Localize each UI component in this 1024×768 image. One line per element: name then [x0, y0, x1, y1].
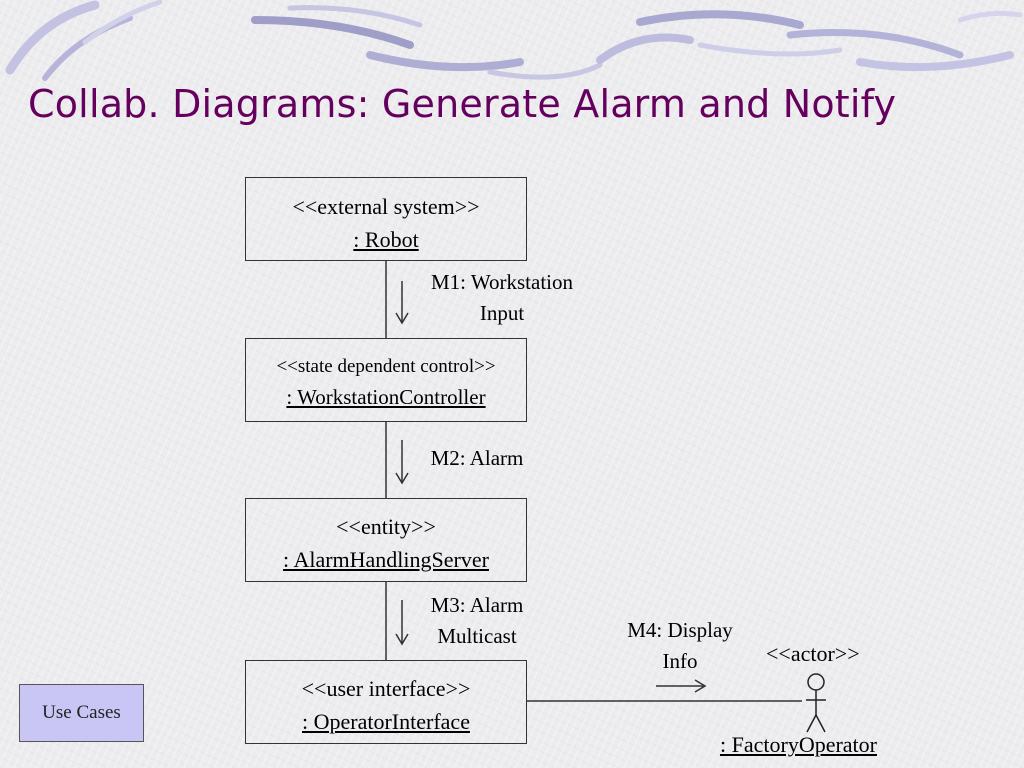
m4-arrow [656, 679, 707, 693]
message-line: Multicast [437, 624, 517, 648]
m2-arrow [395, 440, 409, 485]
object-operator-interface: <<user interface>> : OperatorInterface [245, 660, 527, 744]
message-m3: M3: Alarm Multicast [412, 590, 542, 652]
message-line: M2: Alarm [430, 446, 524, 470]
use-cases-button[interactable]: Use Cases [19, 684, 144, 742]
m1-arrow [395, 281, 409, 325]
object-stereotype: <<state dependent control>> [276, 356, 496, 377]
object-name: : AlarmHandlingServer [283, 547, 489, 572]
message-line: Info [662, 649, 698, 673]
m3-arrow [395, 600, 409, 646]
object-workstation-controller: <<state dependent control>> : Workstatio… [245, 338, 527, 422]
message-m1: M1: Workstation Input [412, 267, 592, 329]
object-stereotype: <<user interface>> [301, 676, 471, 701]
object-alarm-handling-server: <<entity>> : AlarmHandlingServer [245, 498, 527, 582]
actor-stereotype: <<actor>> [766, 641, 860, 666]
object-name: : Robot [353, 227, 419, 252]
message-line: M4: Display [627, 618, 733, 642]
object-name: : WorkstationController [286, 385, 486, 409]
message-line: M3: Alarm [430, 593, 524, 617]
object-robot: <<external system>> : Robot [245, 177, 527, 261]
header-swoosh-decoration [5, 0, 1023, 81]
message-m2: M2: Alarm [412, 443, 542, 474]
message-line: Input [479, 301, 525, 325]
actor-stick-figure [806, 673, 826, 733]
slide-title: Collab. Diagrams: Generate Alarm and Not… [28, 82, 897, 126]
actor-name: : FactoryOperator [720, 732, 877, 757]
message-line: M1: Workstation [430, 270, 573, 294]
object-stereotype: <<entity>> [336, 514, 436, 539]
message-m4: M4: Display Info [610, 615, 750, 677]
object-stereotype: <<external system>> [292, 194, 480, 219]
object-name: : OperatorInterface [302, 709, 470, 734]
